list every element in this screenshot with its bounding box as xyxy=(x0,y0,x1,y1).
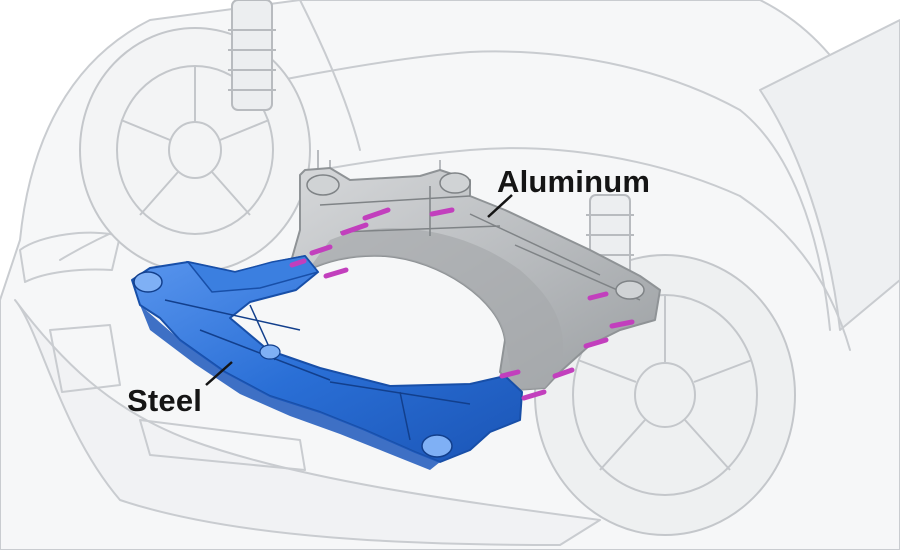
side-window xyxy=(759,19,900,331)
leader-line-icon xyxy=(487,194,513,218)
steel-frame-underside xyxy=(140,305,440,470)
joint-marks xyxy=(289,207,635,401)
aluminum-frame-rib xyxy=(319,186,641,301)
steel-label: Steel xyxy=(127,383,203,418)
steel-subframe xyxy=(131,255,523,470)
leader-line-icon xyxy=(205,361,233,386)
aluminum-mount-right xyxy=(439,172,471,194)
aluminum-frame-shadow xyxy=(308,228,564,390)
aluminum-mount-left xyxy=(306,174,340,196)
aluminum-subframe xyxy=(291,167,661,391)
headlamp xyxy=(19,231,121,283)
aluminum-mount-rear xyxy=(615,280,645,300)
fender-line xyxy=(739,195,851,351)
steel-mount-front-left xyxy=(133,271,163,293)
grille-lower xyxy=(139,419,306,471)
grille xyxy=(49,324,121,393)
left-wheel xyxy=(79,27,311,273)
steel-frame-arm xyxy=(186,255,320,293)
windshield-line xyxy=(299,0,361,151)
aluminum-label: Aluminum xyxy=(497,164,651,199)
steel-mount-front-right xyxy=(421,434,453,458)
steel-mount-center xyxy=(259,344,281,360)
a-pillar xyxy=(739,109,831,331)
